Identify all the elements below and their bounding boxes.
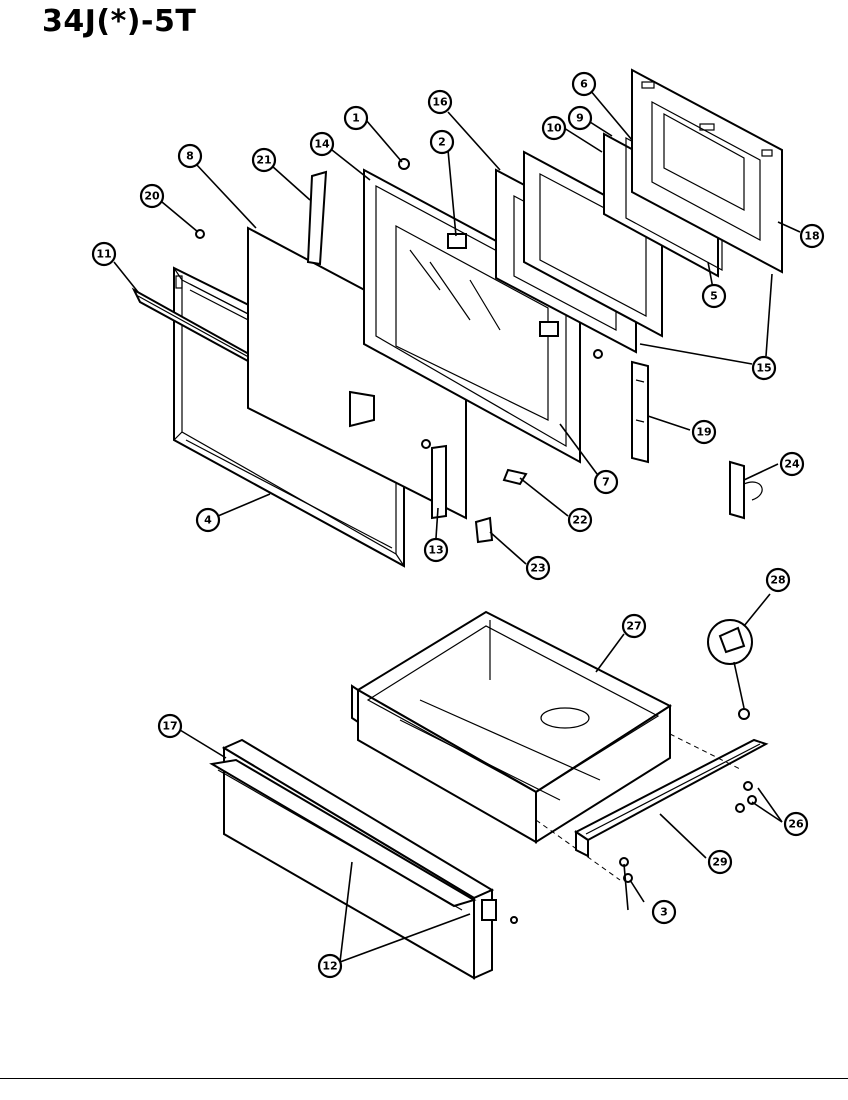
screw-26c [735, 803, 745, 813]
svg-text:11: 11 [96, 248, 111, 261]
svg-text:17: 17 [162, 720, 177, 733]
callout-8: 8 [177, 143, 203, 169]
svg-text:19: 19 [696, 426, 711, 439]
callout-23: 23 [525, 555, 551, 581]
door-bracket [349, 390, 375, 428]
callout-10: 10 [541, 115, 567, 141]
screw-26b [747, 795, 757, 805]
drawer-box [351, 610, 673, 844]
svg-text:5: 5 [710, 290, 718, 303]
callout-29: 29 [707, 849, 733, 875]
detail-inset [707, 619, 753, 665]
callout-19: 19 [691, 419, 717, 445]
callout-13: 13 [423, 537, 449, 563]
svg-text:2: 2 [438, 136, 446, 149]
callout-17: 17 [157, 713, 183, 739]
callout-4: 4 [195, 507, 221, 533]
svg-text:6: 6 [580, 78, 588, 91]
callout-9: 9 [567, 105, 593, 131]
diagram-title: 34J(*)-5T [42, 4, 197, 39]
callout-16: 16 [427, 89, 453, 115]
svg-text:24: 24 [784, 458, 800, 471]
callout-24: 24 [779, 451, 805, 477]
callout-21: 21 [251, 147, 277, 173]
svg-text:20: 20 [144, 190, 160, 203]
svg-text:16: 16 [432, 96, 448, 109]
svg-text:22: 22 [572, 514, 587, 527]
svg-text:15: 15 [756, 362, 771, 375]
door-clip-13 [431, 444, 447, 520]
screw-26a [743, 781, 753, 791]
svg-text:7: 7 [602, 476, 610, 489]
callout-1: 1 [343, 105, 369, 131]
svg-text:14: 14 [314, 138, 330, 151]
callout-3: 3 [651, 899, 677, 925]
svg-text:9: 9 [576, 112, 584, 125]
bracket-22 [502, 468, 528, 486]
alignment-line [669, 733, 743, 771]
callout-12: 12 [317, 953, 343, 979]
svg-text:18: 18 [804, 230, 819, 243]
svg-text:27: 27 [626, 620, 641, 633]
callout-18: 18 [799, 223, 825, 249]
svg-text:28: 28 [770, 574, 785, 587]
door-back-panel [631, 68, 783, 274]
callout-5: 5 [701, 283, 727, 309]
svg-text:23: 23 [530, 562, 545, 575]
callout-27: 27 [621, 613, 647, 639]
callout-22: 22 [567, 507, 593, 533]
callout-6: 6 [571, 71, 597, 97]
svg-text:13: 13 [428, 544, 443, 557]
svg-text:8: 8 [186, 150, 194, 163]
leader-lines [113, 89, 801, 963]
bottom-rule [0, 1078, 848, 1079]
svg-text:3: 3 [660, 906, 668, 919]
screw-hinge [593, 349, 603, 359]
hinge-receiver [729, 460, 763, 520]
screw-door [421, 439, 431, 449]
callout-11: 11 [91, 241, 117, 267]
callout-2: 2 [429, 129, 455, 155]
door-hinge [631, 360, 649, 464]
callout-28: 28 [765, 567, 791, 593]
callout-14: 14 [309, 131, 335, 157]
drawer-front-panel [209, 738, 518, 980]
bracket-23 [474, 516, 494, 544]
svg-text:29: 29 [712, 856, 727, 869]
callout-20: 20 [139, 183, 165, 209]
door-rod [306, 170, 328, 266]
callout-26: 26 [783, 811, 809, 837]
drawer-slide-rail [574, 738, 769, 858]
svg-text:21: 21 [256, 154, 271, 167]
svg-text:26: 26 [788, 818, 804, 831]
svg-text:12: 12 [322, 960, 337, 973]
callout-7: 7 [593, 469, 619, 495]
svg-text:10: 10 [546, 122, 562, 135]
svg-text:1: 1 [352, 112, 360, 125]
callout-15: 15 [751, 355, 777, 381]
roller-28 [738, 708, 750, 720]
svg-text:4: 4 [204, 514, 212, 527]
